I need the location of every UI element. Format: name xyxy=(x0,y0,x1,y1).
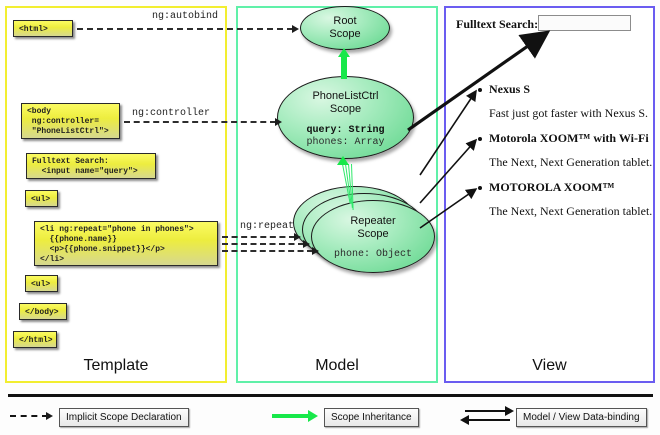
view-item-snippet-1: The Next, Next Generation tablet. xyxy=(489,155,653,169)
inheritance-arrow-phonelistctrl-to-root-head xyxy=(338,48,350,57)
edge-repeat-arrowhead-3 xyxy=(312,247,319,255)
edge-repeat-arrowhead-1 xyxy=(294,233,301,241)
scope-phonelistctrl: PhoneListCtrl Scope query: String phones… xyxy=(277,76,414,159)
edge-repeat-line-1 xyxy=(222,236,295,238)
scope-repeater-title-1: Repeater xyxy=(350,215,396,227)
edge-controller-arrowhead xyxy=(275,118,282,126)
edge-repeat-label: ng:repeat xyxy=(240,221,295,232)
inheritance-arrow-repeater-head xyxy=(337,156,349,165)
legend-item-implicit-scope-declaration: Implicit Scope Declaration xyxy=(59,408,189,427)
view-item-snippet-0: Fast just got faster with Nexus S. xyxy=(489,106,648,120)
edge-autobind-label: ng:autobind xyxy=(152,11,219,22)
view-bullet-1 xyxy=(478,137,482,141)
scope-phonelistctrl-title-2: Scope xyxy=(329,103,362,115)
legend-black-line-bottom xyxy=(468,419,510,421)
inheritance-arrow-phonelistctrl-to-root-shaft xyxy=(341,57,347,79)
view-search-label: Fulltext Search: xyxy=(456,17,539,31)
edge-repeat-line-2 xyxy=(222,243,304,245)
legend-black-arrowhead-right xyxy=(505,406,514,416)
codebox-ul-close: <ul> xyxy=(25,275,58,292)
legend-dash-line xyxy=(10,415,48,417)
scope-phonelistctrl-prop-query: query: String xyxy=(306,125,385,136)
panel-view-label: View xyxy=(532,357,567,374)
legend-item-scope-inheritance: Scope Inheritance xyxy=(324,408,419,427)
scope-repeater: Repeater Scope phone: Object xyxy=(311,200,435,273)
codebox-body-close: </body> xyxy=(19,303,67,320)
legend-divider xyxy=(8,394,653,397)
view-item-snippet-2: The Next, Next Generation tablet. xyxy=(489,204,653,218)
codebox-html-open: <html> xyxy=(13,20,73,37)
view-item-name-2: MOTOROLA XOOM™ xyxy=(489,180,615,194)
scope-root-title-1: Root xyxy=(333,15,357,27)
legend-green-arrowhead xyxy=(308,410,318,422)
view-bullet-0 xyxy=(478,88,482,92)
scope-phonelistctrl-title-1: PhoneListCtrl xyxy=(312,90,379,102)
codebox-fulltext-search: Fulltext Search: <input name="query"> xyxy=(26,153,156,179)
panel-model: Model xyxy=(236,6,438,383)
panel-model-label: Model xyxy=(315,357,359,374)
edge-controller-line xyxy=(124,121,276,123)
scope-repeater-title-2: Scope xyxy=(357,228,389,240)
legend-green-line xyxy=(272,414,310,418)
legend-black-line-top xyxy=(465,410,507,412)
legend-black-arrowhead-left xyxy=(460,415,469,425)
panel-template-label: Template xyxy=(83,357,149,374)
codebox-body-open: <body ng:controller= "PhoneListCtrl"> xyxy=(21,103,120,139)
fulltext-search-input[interactable] xyxy=(538,15,631,31)
view-item-name-0: Nexus S xyxy=(489,82,531,96)
scope-repeater-prop-phone: phone: Object xyxy=(333,249,412,260)
edge-controller-label: ng:controller xyxy=(132,108,211,119)
scope-root-title-2: Scope xyxy=(329,28,361,40)
codebox-html-close: </html> xyxy=(13,331,57,348)
scope-phonelistctrl-prop-phones: phones: Array xyxy=(306,137,385,148)
edge-autobind-arrowhead xyxy=(292,25,299,33)
codebox-li-repeat: <li ng:repeat="phone in phones"> {{phone… xyxy=(34,221,218,266)
edge-repeat-arrowhead-2 xyxy=(303,240,310,248)
legend-item-model-view-databinding: Model / View Data-binding xyxy=(516,408,647,427)
edge-autobind-line xyxy=(77,28,293,30)
view-bullet-2 xyxy=(478,186,482,190)
scope-root: Root Scope xyxy=(300,6,390,50)
codebox-ul-open: <ul> xyxy=(25,190,58,207)
edge-repeat-line-3 xyxy=(222,250,313,252)
legend-dash-arrowhead xyxy=(46,412,53,420)
view-item-name-1: Motorola XOOM™ with Wi-Fi xyxy=(489,131,649,145)
